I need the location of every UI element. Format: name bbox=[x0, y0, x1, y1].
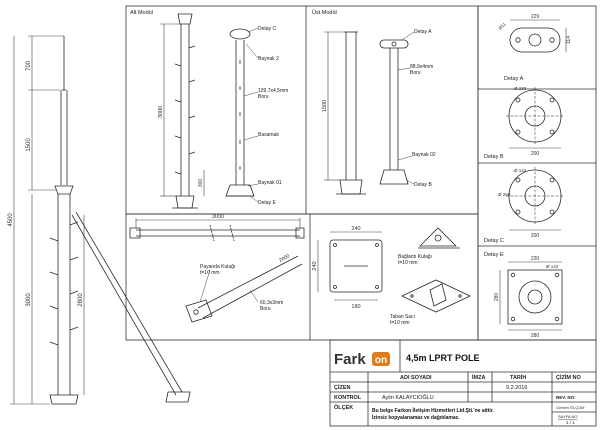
detail-a bbox=[509, 19, 567, 53]
col-date-header: TARİH bbox=[510, 374, 526, 381]
dim-300-lower: 300 bbox=[198, 179, 204, 188]
row-scale-label: ÖLÇEK bbox=[334, 404, 353, 411]
section-label-lower-module: Alt Modül bbox=[130, 10, 153, 16]
lower-module-leaders bbox=[243, 27, 259, 203]
pole-isometric-view bbox=[49, 36, 191, 405]
detail-c bbox=[506, 167, 564, 231]
label-detail-e: Detay E bbox=[484, 252, 504, 258]
brace-callouts: Payanda Kulağı t=10 mm 60,3x3mm Boru bbox=[199, 264, 283, 312]
upper-module-drawing bbox=[336, 31, 409, 195]
row-check-label: KONTROL bbox=[334, 395, 362, 401]
brand-logo-text: Fark bbox=[334, 351, 366, 368]
dim-3000-brace: 3000 bbox=[212, 214, 224, 220]
callout-bracket-lug-2: t=10 mm bbox=[398, 260, 418, 266]
lower-module-callouts: Detay C Baynak 2 139,7x4,5mm Boru Basama… bbox=[258, 26, 288, 206]
callout-brace-pipe-2: Boru bbox=[260, 306, 271, 312]
dim-detail-e-hole: Ø 142 bbox=[546, 264, 559, 269]
callout-weld-1: Baynak 01 bbox=[258, 180, 282, 186]
callout-pipe-top-2: Boru bbox=[410, 70, 421, 76]
title-block-grid bbox=[329, 339, 597, 427]
brand-logo-badge-bg bbox=[372, 352, 390, 366]
dim-detail-e-280w: 280 bbox=[531, 333, 540, 339]
dim-detail-e-220: 220 bbox=[531, 256, 540, 262]
callout-detail-e: Detay E bbox=[258, 200, 276, 206]
callout-pipe-top-1: 88,9x4mm bbox=[410, 64, 433, 70]
col-drawing-no-header: ÇİZİM NO bbox=[556, 374, 581, 381]
label-detail-a: Detay A bbox=[504, 76, 524, 82]
drawer-name: Aylin KALAYCIOĞLU bbox=[382, 394, 434, 401]
callout-detail-b: Detay B bbox=[414, 182, 432, 188]
ownership-notice-1: Bu belge Farkon İletişim Hizmetleri Ltd.… bbox=[372, 407, 494, 414]
dim-detail-c-a: Ø 142 bbox=[514, 168, 527, 173]
ownership-notice-2: İzinsiz kopyalanamaz ve dağıtılamaz. bbox=[372, 414, 460, 421]
callout-weld-2: Baynak 2 bbox=[258, 56, 279, 62]
base-plate-drawing bbox=[329, 227, 471, 313]
dim-detail-a-114: 114 bbox=[566, 36, 572, 44]
dim-detail-b-hole: Ø 230 bbox=[514, 86, 527, 91]
pole-dimension-labels: 700 1500 4500 3000 2800 bbox=[8, 60, 84, 306]
pole-dimension-lines bbox=[10, 35, 85, 405]
row-draw-label: ÇİZEN bbox=[334, 384, 351, 391]
dim-3000-lower: 3000 bbox=[158, 106, 164, 118]
dim-detail-e-280h: 280 bbox=[494, 293, 500, 302]
callout-base-plate-2: t=10 mm bbox=[390, 320, 410, 326]
upper-module-dims bbox=[324, 31, 344, 181]
base-plate-dims bbox=[317, 231, 382, 301]
dim-detail-b-200: 200 bbox=[531, 151, 540, 157]
base-plate-dim-labels: 240 240 180 bbox=[312, 226, 361, 310]
brace-drawing bbox=[129, 224, 305, 323]
dim-detail-a-hole: Ø11 bbox=[497, 21, 507, 30]
scale-label: Gerilen ÖLÇÜM bbox=[556, 405, 584, 410]
dim-240-width: 240 bbox=[351, 226, 360, 232]
drawing-title: 4,5m LPRT POLE bbox=[406, 353, 480, 363]
dim-700: 700 bbox=[26, 60, 32, 71]
dim-detail-a-229: 229 bbox=[531, 14, 540, 20]
title-block-headers: ADI SOYADI İMZA TARİH ÇİZİM NO ÇİZEN KON… bbox=[334, 374, 581, 411]
callout-pipe-main-2: Boru bbox=[258, 94, 269, 100]
drawing-date: 9.2.2016 bbox=[506, 385, 527, 391]
label-detail-b: Detay B bbox=[484, 154, 504, 160]
callout-step: Basamak bbox=[258, 132, 279, 138]
dim-3000: 3000 bbox=[26, 293, 32, 307]
label-detail-c: Detay C bbox=[484, 238, 504, 244]
callout-base-plate-1: Taban Sacı bbox=[390, 314, 415, 320]
brace-dims bbox=[135, 218, 301, 228]
dim-2800-diagonal: 2800 bbox=[278, 253, 291, 264]
callout-detail-a: Detay A bbox=[414, 29, 432, 35]
section-label-upper-module: Üst Modül bbox=[312, 9, 337, 16]
upper-module-leaders bbox=[397, 31, 415, 185]
detail-e bbox=[499, 261, 563, 331]
dim-180: 180 bbox=[351, 304, 360, 310]
dim-2800: 2800 bbox=[78, 293, 84, 307]
dim-1500: 1500 bbox=[26, 138, 32, 152]
sheet-number: 1 / 1 bbox=[566, 420, 575, 425]
col-name-header: ADI SOYADI bbox=[400, 375, 432, 381]
dim-detail-c-b: Ø 250 bbox=[498, 192, 511, 197]
dim-240-height: 240 bbox=[312, 261, 318, 270]
lower-module-dims bbox=[160, 23, 205, 197]
callout-brace-lug-1: Payanda Kulağı bbox=[200, 264, 235, 270]
upper-module-callouts: Detay A 88,9x4mm Boru Baynak 02 Detay B bbox=[410, 29, 436, 188]
col-sign-header: İMZA bbox=[472, 374, 485, 381]
callout-weld-02: Baynak 02 bbox=[412, 152, 436, 158]
panel-frames bbox=[125, 5, 597, 341]
detail-b bbox=[506, 87, 564, 149]
dim-detail-c-200: 200 bbox=[531, 233, 540, 239]
dim-1500-upper: 1500 bbox=[322, 100, 328, 112]
lower-module-drawing bbox=[172, 13, 255, 209]
rev-label: REV. NO: bbox=[556, 395, 576, 400]
sheet-label: SAYFA NO bbox=[558, 414, 578, 419]
brand-logo-badge: on bbox=[375, 355, 387, 366]
callout-pipe-main-1: 139,7x4,5mm bbox=[258, 88, 288, 94]
callout-bracket-lug-1: Bağlantı Kulağı bbox=[398, 254, 432, 260]
callout-detail-c: Detay C bbox=[258, 26, 276, 32]
callout-brace-pipe-1: 60,3x3mm bbox=[260, 300, 283, 306]
callout-brace-lug-2: t=10 mm bbox=[200, 270, 220, 276]
base-plate-callouts: Bağlantı Kulağı t=10 mm Taban Sacı t=10 … bbox=[390, 254, 432, 326]
dim-4500: 4500 bbox=[8, 213, 14, 227]
